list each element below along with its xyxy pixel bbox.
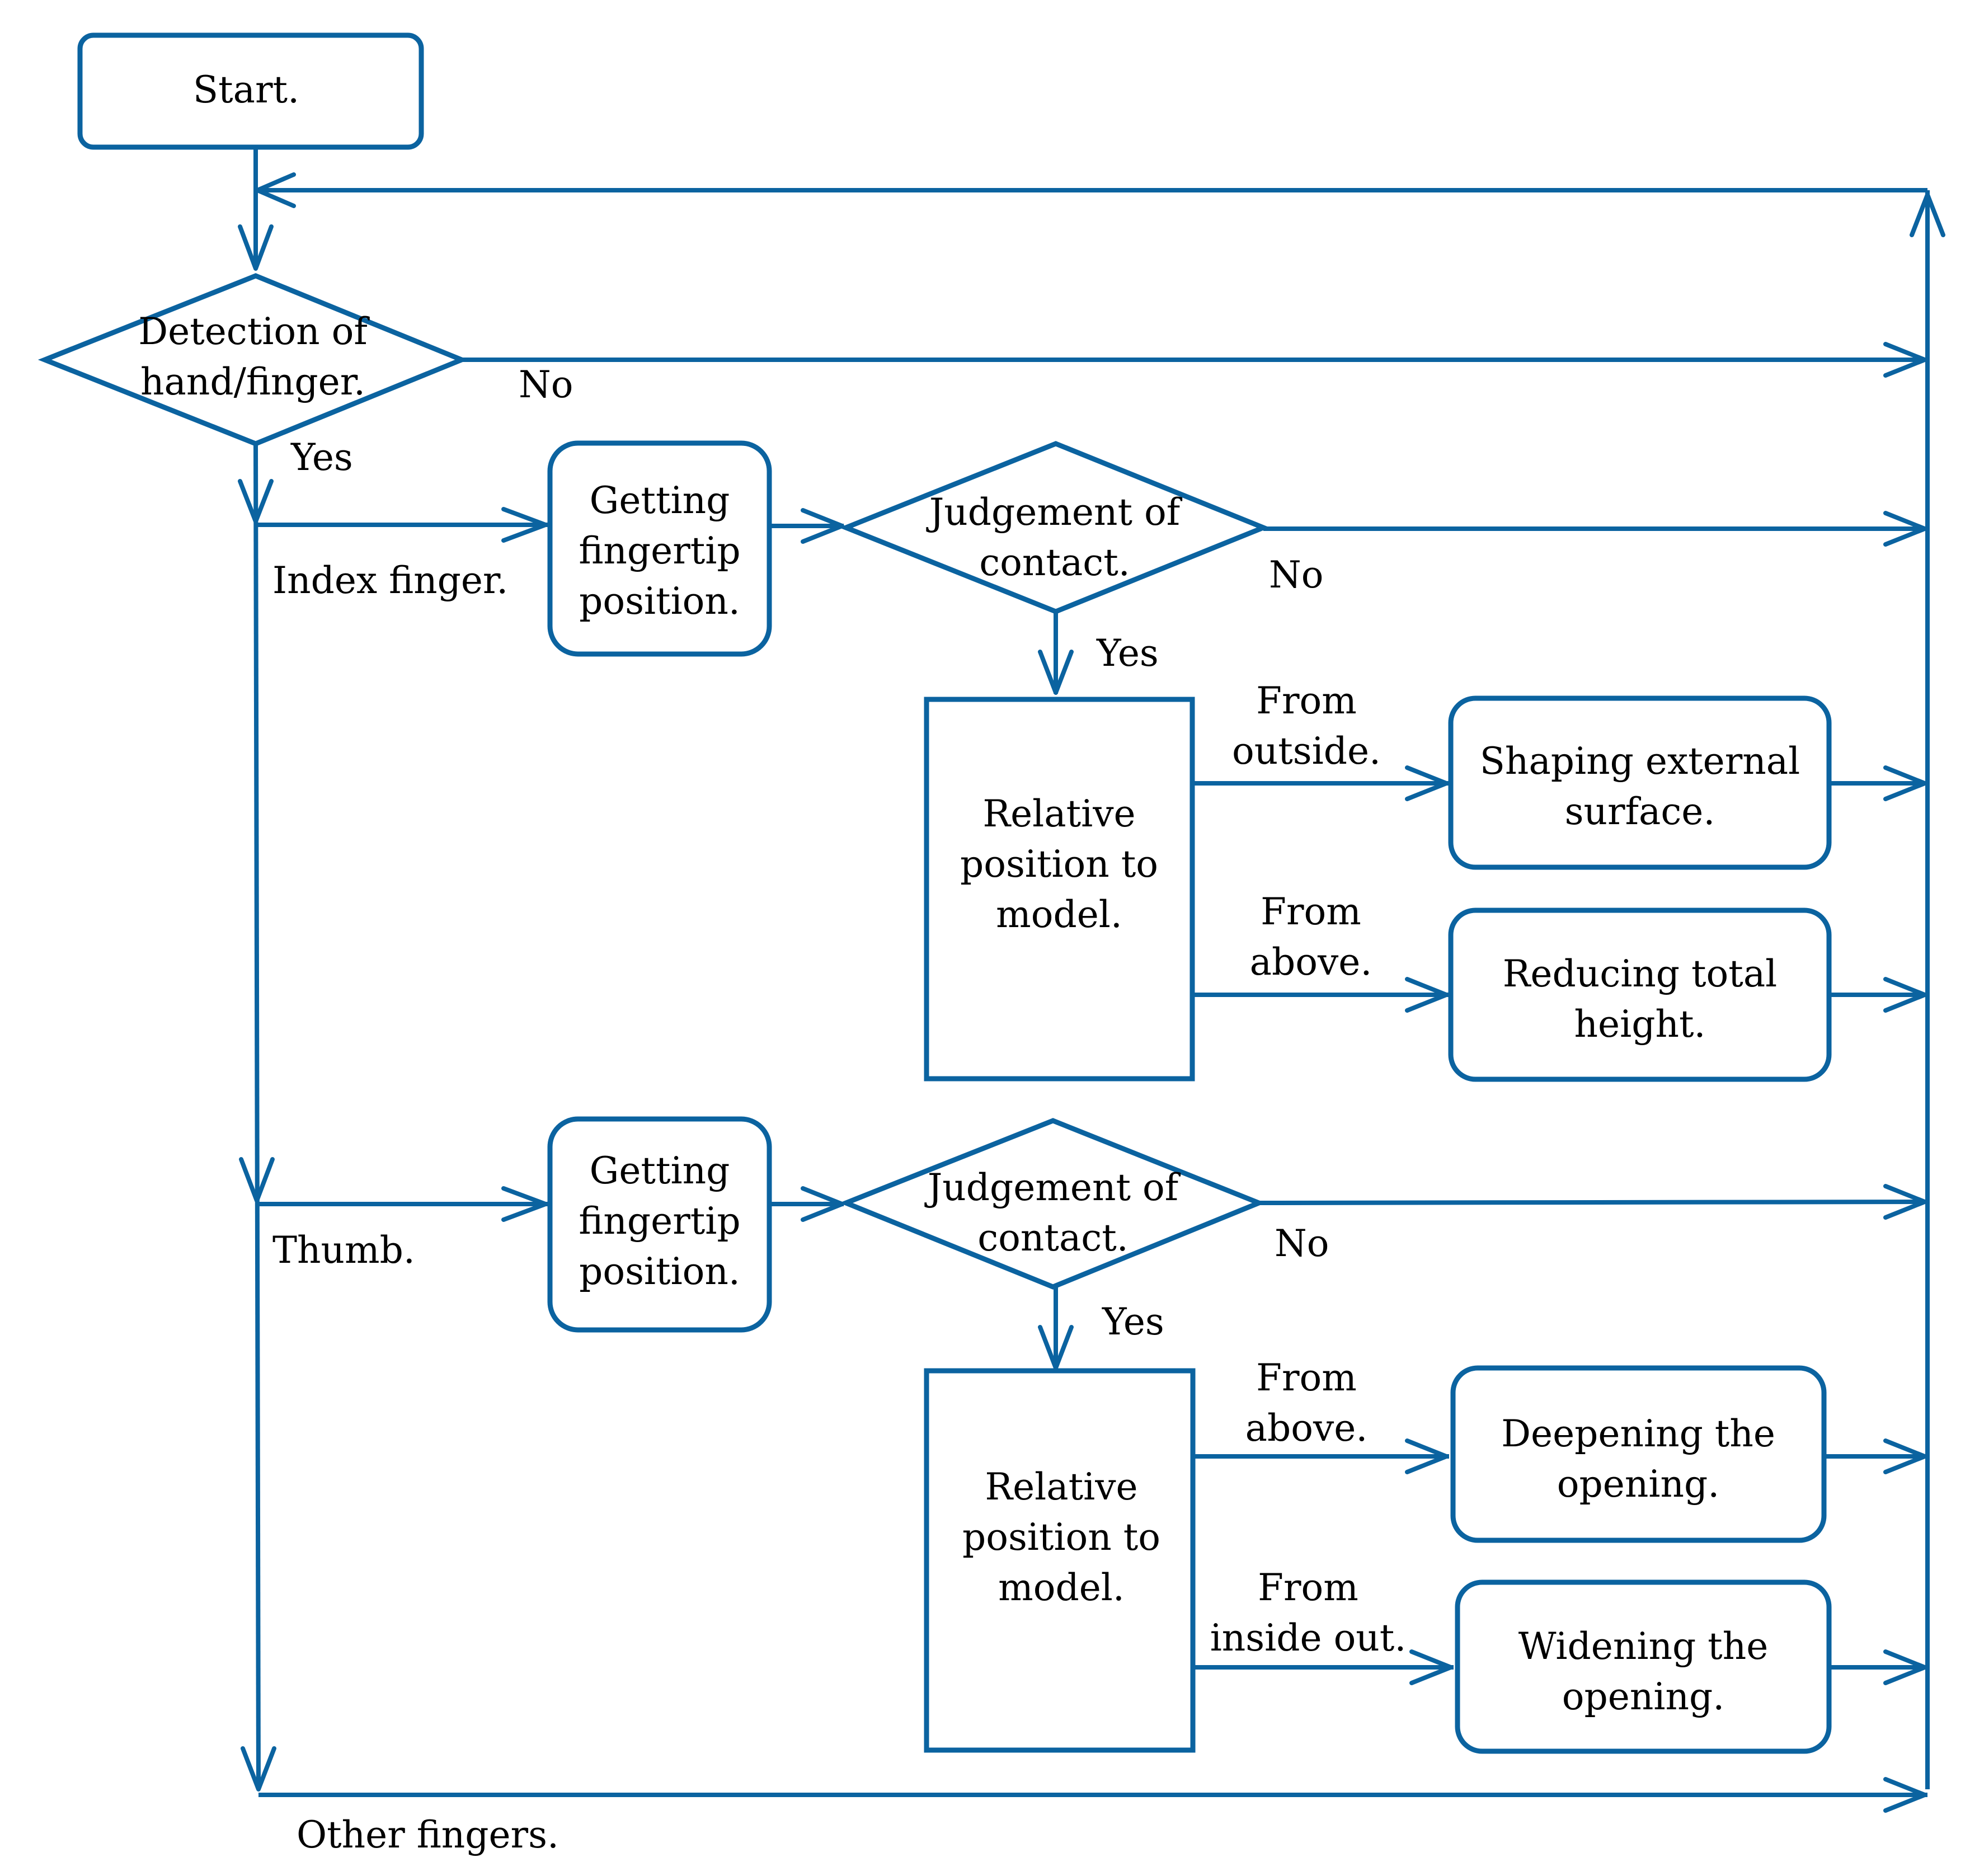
relative-position-box-1 [924,697,1195,1082]
shaping-label-line-1: Shaping external [1480,740,1800,783]
widening-label-line-2: opening. [1562,1675,1724,1718]
relative-1-label-line-2: position to [960,843,1158,886]
node-text: Start. Detection of hand/finger. Getting… [138,68,1800,1718]
deepening-label-line-2: opening. [1557,1463,1719,1506]
arrowhead-into-relative2 [1038,1325,1074,1370]
arrowhead-reducing-exit [1883,977,1927,1013]
detection-decision [37,273,468,446]
judgement-2-label-line-2: contact. [977,1216,1129,1259]
getting-position-box-1 [547,440,772,657]
getting-1-label-line-2: fingertip [579,529,740,572]
arrowhead-shaping-exit [1883,765,1927,801]
shaping-box [1448,695,1832,870]
from-above-1-label-line-1: From [1261,890,1361,933]
arrowhead-return-up [1910,192,1945,237]
judgement-2-yes-label: Yes [1102,1300,1164,1343]
arrowhead-widening-exit [1883,1649,1927,1685]
from-inside-out-label-line-2: inside out. [1210,1616,1407,1659]
getting-1-label-line-3: position. [579,580,740,623]
widening-label-line-1: Widening the [1518,1625,1769,1668]
relative-2-label-line-3: model. [998,1566,1125,1609]
deepening-box [1450,1365,1827,1543]
getting-2-label-line-2: fingertip [579,1200,740,1243]
arrowhead-loop-left [255,172,296,208]
judgement-2-no-label: No [1275,1222,1329,1265]
connector-main-trunk [253,444,261,1790]
getting-2-label-line-3: position. [579,1250,740,1293]
getting-2-label-line-1: Getting [590,1149,730,1192]
from-above-2-label-line-2: above. [1245,1407,1368,1450]
relative-position-box-2 [924,1368,1196,1753]
arrowhead-into-getting1 [501,507,548,543]
judgement-decision-2 [839,1118,1266,1290]
from-outside-label-line-1: From [1256,679,1357,722]
arrowhead-into-reducing [1405,977,1449,1013]
detection-yes-label: Yes [290,436,353,479]
judgement-1-label-line-2: contact. [979,541,1130,584]
index-finger-label: Index finger. [272,559,508,602]
arrowhead-other-down [241,1746,276,1792]
judgement-1-no-label: No [1269,553,1324,596]
flowchart-nodes [37,32,1832,1754]
detection-label-line-2: hand/finger. [140,360,365,403]
connector-lines [253,147,1930,1797]
connector-judgement2-no [1258,1200,1928,1205]
getting-1-label-line-1: Getting [590,479,730,522]
arrowhead-detection-no [1883,342,1927,378]
from-above-1-label-line-2: above. [1250,941,1372,984]
relative-1-label-line-1: Relative [982,792,1135,835]
widening-box [1455,1579,1832,1754]
judgement-1-yes-label: Yes [1096,632,1159,675]
arrowhead-into-widening [1409,1649,1453,1685]
from-above-2-label-line-1: From [1256,1356,1357,1399]
arrowhead-into-shaping [1405,765,1449,801]
arrowhead-thumb-down [239,1157,275,1203]
arrowhead-judgement2-no [1883,1184,1927,1220]
arrowhead-deepening-exit [1883,1438,1927,1474]
reducing-label-line-2: height. [1574,1003,1706,1046]
judgement-2-label-line-1: Judgement of [924,1166,1181,1209]
deepening-label-line-1: Deepening the [1501,1412,1775,1455]
reducing-label-line-1: Reducing total [1503,952,1778,995]
arrowhead-into-deepening [1405,1438,1449,1474]
getting-position-box-2 [547,1116,772,1333]
detection-no-label: No [519,363,573,406]
from-inside-out-label-line-1: From [1258,1566,1358,1609]
arrowhead-yes-down [238,479,274,524]
judgement-1-label-line-1: Judgement of [926,491,1183,534]
arrowhead-into-judgement1 [801,508,844,544]
relative-2-label-line-1: Relative [985,1465,1137,1508]
arrowhead-into-getting2 [501,1186,548,1222]
judgement-decision-1 [839,441,1271,614]
other-fingers-label: Other fingers. [297,1813,559,1856]
from-outside-label-line-2: outside. [1232,730,1381,773]
arrowhead-into-relative1 [1038,650,1074,695]
start-terminal [77,32,424,150]
arrowheads [238,172,1945,1813]
edge-labels: No Yes Index finger. No Yes From outside… [272,363,1406,1856]
thumb-label: Thumb. [272,1229,415,1272]
arrowhead-other-fingers-exit [1883,1777,1927,1813]
relative-2-label-line-2: position to [962,1516,1160,1559]
arrowhead-judgement1-no [1883,511,1927,547]
relative-1-label-line-3: model. [996,893,1122,936]
detection-label-line-1: Detection of [138,310,370,353]
arrowhead-into-detection [238,224,274,271]
reducing-box [1448,908,1832,1082]
start-label: Start. [193,68,299,111]
shaping-label-line-2: surface. [1565,790,1715,833]
